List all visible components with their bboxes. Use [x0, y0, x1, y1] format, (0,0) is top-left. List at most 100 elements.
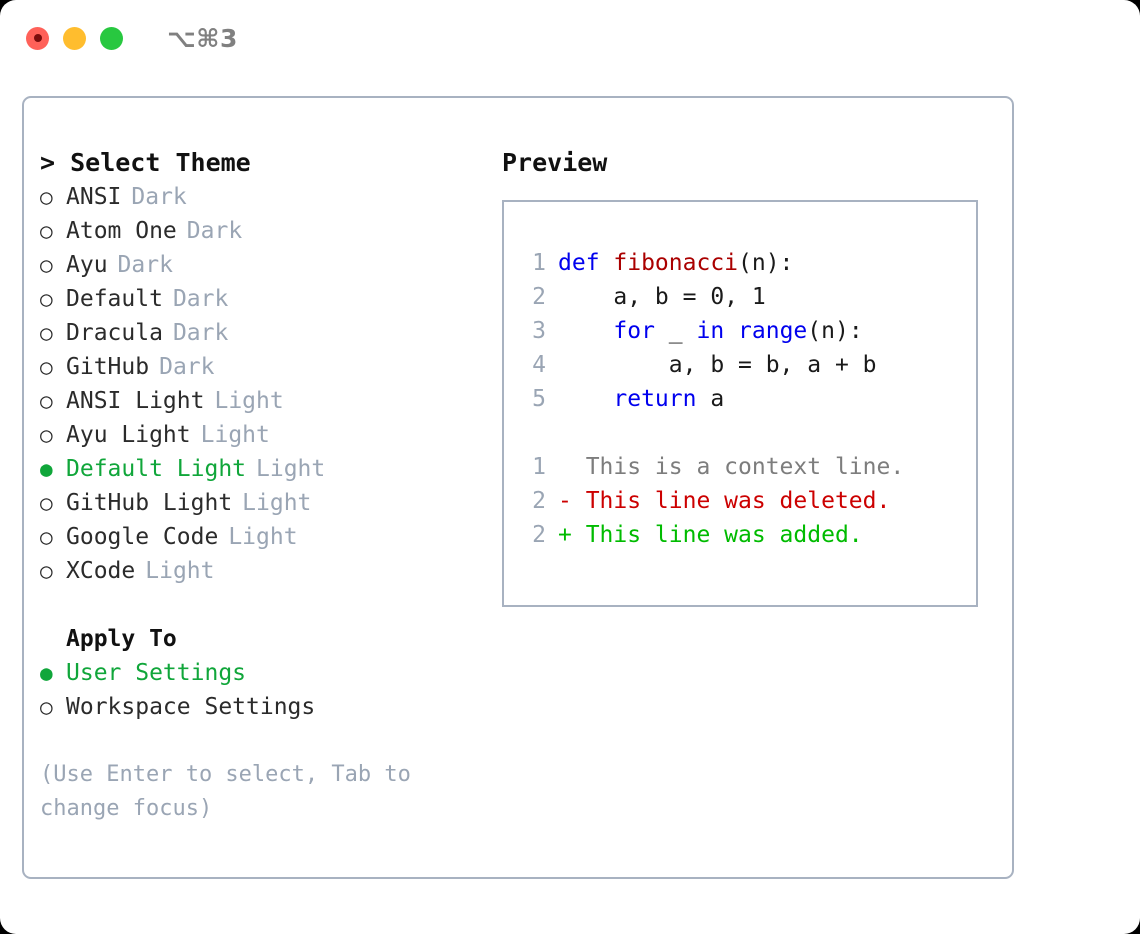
theme-name: Ayu Light: [66, 422, 191, 448]
code-line-number: 2: [532, 284, 546, 310]
theme-variant-tag: Dark: [172, 286, 229, 312]
theme-variant-tag: Light: [228, 524, 298, 550]
theme-list-item[interactable]: ○ Ayu Dark: [40, 248, 492, 282]
code-line: 5 return a: [518, 382, 976, 416]
code-line: 4 a, b = b, a + b: [518, 348, 976, 382]
radio-unselected-icon: ○: [40, 695, 53, 719]
radio-unselected-icon: ○: [40, 559, 53, 583]
radio-selected-icon: ●: [40, 457, 53, 481]
diff-line-text: + This line was added.: [558, 522, 863, 548]
diff-line-number: 2: [532, 522, 546, 548]
apply-to-label: Workspace Settings: [66, 694, 316, 720]
code-line-number: 1: [532, 250, 546, 276]
theme-list-item[interactable]: ○ Google Code Light: [40, 520, 492, 554]
code-token: def: [558, 250, 614, 276]
maximize-button[interactable]: [100, 26, 123, 50]
minimize-button[interactable]: [63, 26, 86, 50]
radio-unselected-icon: ○: [40, 389, 53, 413]
apply-to-heading: Apply To: [66, 626, 177, 652]
theme-list-item[interactable]: ● Default Light Light: [40, 452, 492, 486]
code-diff-separator: [518, 416, 976, 450]
preview-heading: Preview: [502, 148, 608, 177]
code-token: _: [654, 318, 697, 344]
theme-list-item[interactable]: ○ GitHub Dark: [40, 350, 492, 384]
window-title: ⌥⌘3: [167, 23, 238, 53]
theme-name: GitHub: [66, 354, 150, 380]
theme-name: GitHub Light: [66, 490, 233, 516]
theme-name: ANSI: [66, 184, 122, 210]
radio-unselected-icon: ○: [40, 253, 53, 277]
radio-unselected-icon: ○: [40, 321, 53, 345]
code-token: for: [613, 318, 655, 344]
theme-variant-tag: Light: [145, 558, 215, 584]
radio-unselected-icon: ○: [40, 423, 53, 447]
radio-unselected-icon: ○: [40, 287, 53, 311]
theme-name: Ayu: [66, 252, 108, 278]
theme-variant-tag: Dark: [131, 184, 187, 210]
theme-variant-tag: Dark: [159, 354, 215, 380]
list-spacer: [40, 588, 492, 622]
theme-variant-tag: Light: [242, 490, 312, 516]
radio-unselected-icon: ○: [40, 185, 53, 209]
theme-list-item[interactable]: ○ Ayu Light Light: [40, 418, 492, 452]
diff-line-text: This is a context line.: [558, 454, 905, 480]
theme-name: XCode: [66, 558, 136, 584]
diff-line-text: - This line was deleted.: [558, 488, 891, 514]
code-token: (n):: [738, 250, 794, 276]
theme-variant-tag: Light: [214, 388, 284, 414]
diff-preview: 1 This is a context line. 2 - This line wa…: [518, 450, 976, 552]
theme-variant-tag: Dark: [117, 252, 173, 278]
code-token: fibonacci: [613, 250, 739, 276]
theme-list-item[interactable]: ○ ANSI Light Light: [40, 384, 492, 418]
code-token: range: [738, 318, 808, 344]
code-token: a: [696, 386, 725, 412]
radio-unselected-icon: ○: [40, 525, 53, 549]
code-line: 3 for _ in range(n):: [518, 314, 976, 348]
diff-line-number: 2: [532, 488, 546, 514]
theme-list-item[interactable]: ○ Dracula Dark: [40, 316, 492, 350]
theme-name: Default Light: [66, 456, 247, 482]
theme-variant-tag: Light: [256, 456, 326, 482]
close-button[interactable]: [26, 26, 49, 50]
code-token: a, b = b, a + b: [558, 352, 877, 378]
theme-variant-tag: Dark: [186, 218, 243, 244]
code-token: in: [696, 318, 725, 344]
code-line-number: 4: [532, 352, 546, 378]
code-line-number: 3: [532, 318, 546, 344]
code-token: [724, 318, 738, 344]
theme-list-item[interactable]: ○ ANSI Dark: [40, 180, 492, 214]
apply-to-list[interactable]: ● User Settings ○ Workspace Settings: [40, 656, 492, 724]
apply-to-item[interactable]: ○ Workspace Settings: [40, 690, 492, 724]
theme-variant-tag: Dark: [172, 320, 229, 346]
apply-to-item[interactable]: ● User Settings: [40, 656, 492, 690]
radio-selected-icon: ●: [40, 661, 53, 685]
code-line: 2 a, b = 0, 1: [518, 280, 976, 314]
code-token: [558, 386, 613, 412]
theme-name: Google Code: [66, 524, 219, 550]
theme-name: Dracula: [66, 320, 163, 346]
theme-list-item[interactable]: ○ XCode Light: [40, 554, 492, 588]
theme-name: ANSI Light: [66, 388, 205, 414]
window-titlebar: ⌥⌘3: [0, 0, 1140, 76]
code-line: 1 def fibonacci(n):: [518, 246, 976, 280]
diff-line: 2 + This line was added.: [518, 518, 976, 552]
select-theme-heading: > Select Theme: [40, 148, 251, 177]
diff-line: 1 This is a context line.: [518, 450, 976, 484]
radio-unselected-icon: ○: [40, 355, 53, 379]
code-line-number: 5: [532, 386, 546, 412]
theme-variant-tag: Light: [200, 422, 270, 448]
code-token: a, b = 0, 1: [558, 284, 766, 310]
code-token: (n):: [807, 318, 863, 344]
theme-name: Atom One: [66, 218, 177, 244]
apply-to-label: User Settings: [66, 660, 247, 686]
